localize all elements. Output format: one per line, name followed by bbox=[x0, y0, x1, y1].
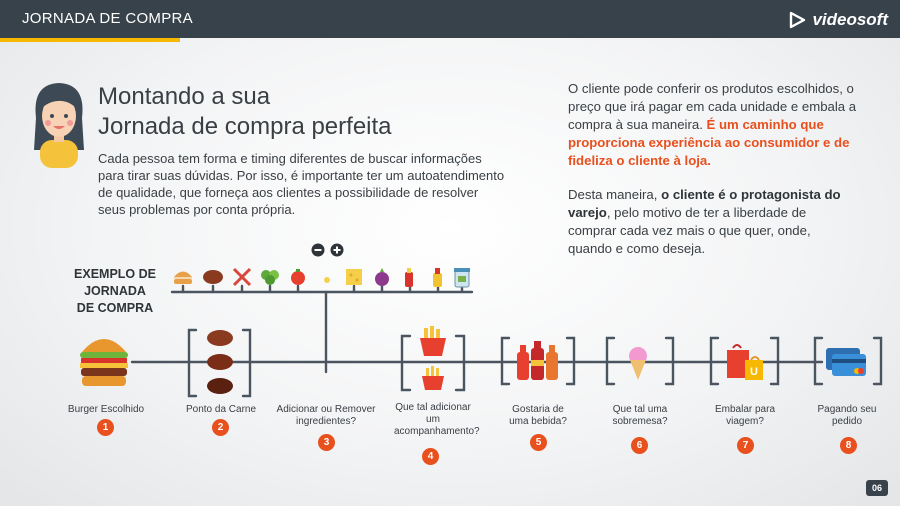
woman-avatar-icon bbox=[34, 83, 84, 168]
paragraph-1: O cliente pode conferir os produtos esco… bbox=[568, 80, 858, 170]
p2-bold: o cliente é o protagonista do varejo bbox=[568, 187, 841, 220]
plus-button[interactable] bbox=[330, 243, 344, 257]
step-4-label: Que tal adicionar um acompanhamento? bbox=[394, 402, 480, 437]
example-label-line-1: EXEMPLO DE bbox=[74, 267, 156, 281]
ice-cream-icon bbox=[629, 347, 647, 380]
step-3-label: Adicionar ou Remover ingredientes? bbox=[276, 404, 376, 427]
step-8-label: Pagando seu pedido bbox=[817, 404, 877, 427]
description-text: Cada pessoa tem forma e timing diferente… bbox=[98, 151, 505, 217]
step-6-number: 6 bbox=[631, 437, 648, 454]
svg-text:U: U bbox=[750, 366, 758, 378]
header-bar: JORNADA DE COMPRA videosoft bbox=[0, 0, 900, 38]
step-2-number: 2 bbox=[212, 419, 229, 436]
step-1-number: 1 bbox=[97, 419, 114, 436]
play-logo-icon bbox=[790, 11, 806, 29]
step-2-label: Ponto da Carne bbox=[185, 404, 257, 415]
bacon-icon bbox=[232, 267, 252, 287]
soda-bottles-icon bbox=[517, 341, 558, 380]
example-label-line-3: DE COMPRA bbox=[76, 301, 154, 315]
p1-highlight: É um caminho que proporciona experiência… bbox=[568, 117, 850, 168]
page-number: 06 bbox=[866, 480, 888, 496]
p1-text: O cliente pode conferir os produtos esco… bbox=[568, 81, 857, 132]
step-7-label: Embalar para viagem? bbox=[714, 404, 776, 427]
example-label: EXEMPLO DE JORNADA DE COMPRA bbox=[60, 266, 170, 317]
page-title: Montando a sua Jornada de compra perfeit… bbox=[98, 82, 392, 142]
step-5-number: 5 bbox=[530, 434, 547, 451]
logo-text: videosoft bbox=[812, 10, 888, 29]
videosoft-logo: videosoft bbox=[787, 8, 888, 32]
tomato-icon bbox=[291, 269, 305, 285]
ingredient-controls bbox=[311, 243, 344, 257]
ketchup-icon bbox=[405, 268, 413, 287]
step-4-number: 4 bbox=[422, 448, 439, 465]
example-label-line-2: JORNADA bbox=[84, 284, 146, 298]
step-5-label: Gostaria de uma bebida? bbox=[509, 404, 567, 427]
fries-icon bbox=[420, 326, 446, 390]
pickles-jar-icon bbox=[454, 268, 470, 288]
mustard-icon bbox=[433, 268, 442, 287]
shopping-bags-icon: U bbox=[727, 344, 763, 380]
title-line-2: Jornada de compra perfeita bbox=[98, 113, 392, 140]
step-8-number: 8 bbox=[840, 437, 857, 454]
onion-ring-icon bbox=[324, 277, 330, 283]
patties-icon bbox=[207, 330, 233, 394]
step-6-label: Que tal uma sobremesa? bbox=[612, 404, 668, 427]
red-onion-icon bbox=[375, 268, 389, 286]
right-text-block: O cliente pode conferir os produtos esco… bbox=[568, 80, 858, 274]
minus-button[interactable] bbox=[311, 243, 325, 257]
step-7-number: 7 bbox=[737, 437, 754, 454]
p2-text-b: , pelo motivo de ter a liberdade de comp… bbox=[568, 205, 811, 256]
header-title: JORNADA DE COMPRA bbox=[22, 10, 193, 27]
p2-text-a: Desta maneira, bbox=[568, 187, 662, 202]
patty-icon bbox=[203, 270, 223, 284]
step-1-label: Burger Escolhido bbox=[67, 404, 145, 415]
title-line-1: Montando a sua bbox=[98, 83, 271, 110]
paragraph-2: Desta maneira, o cliente é o protagonist… bbox=[568, 186, 858, 258]
lettuce-icon bbox=[261, 270, 279, 285]
cheese-icon bbox=[346, 269, 362, 285]
header-accent-bar bbox=[0, 38, 180, 42]
bun-icon bbox=[174, 271, 192, 284]
burger-icon bbox=[80, 339, 128, 386]
credit-cards-icon bbox=[826, 348, 866, 376]
step-3-number: 3 bbox=[318, 434, 335, 451]
ingredients-row bbox=[174, 267, 470, 288]
